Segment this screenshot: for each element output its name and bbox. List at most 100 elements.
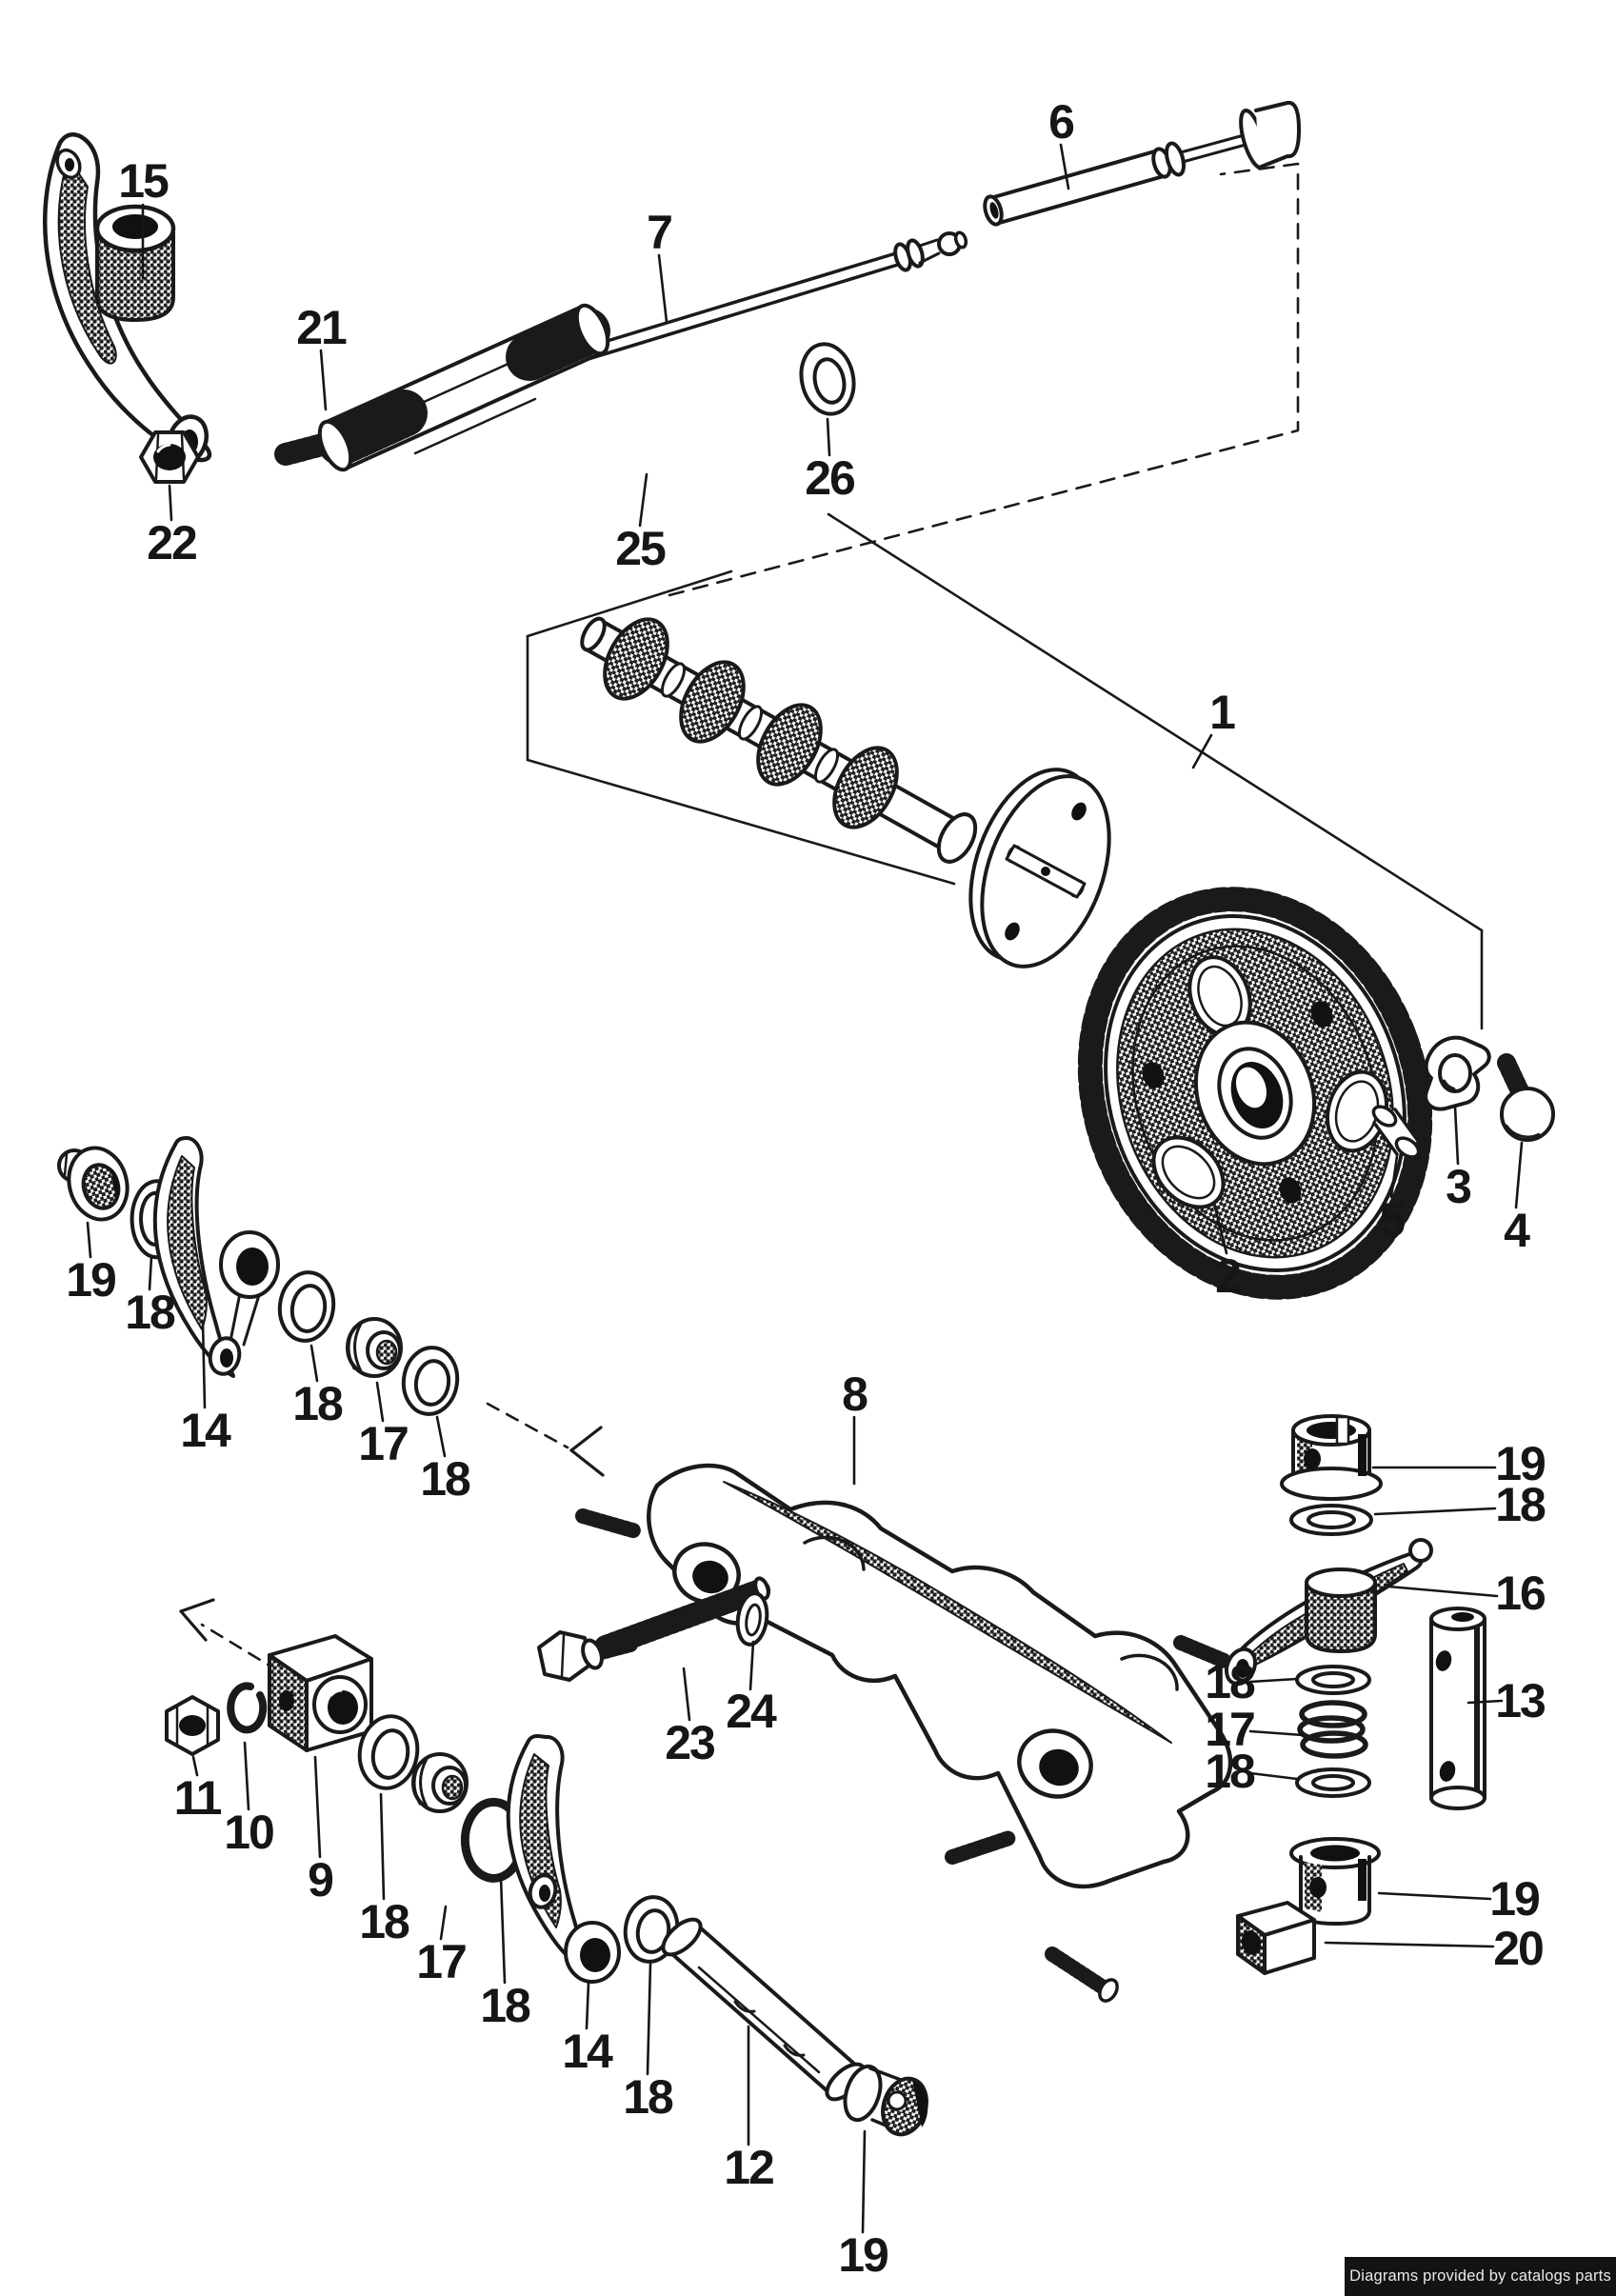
part-19-shaft-end-support-drawing	[1289, 1837, 1381, 1926]
part-26-seal-ring-drawing	[799, 342, 856, 416]
callout-leader-line	[861, 2129, 867, 2234]
callout-leader-line	[319, 349, 328, 411]
part-number-label: 18	[480, 1979, 530, 2032]
part-number-label: 11	[174, 1771, 222, 1825]
arrow-icon	[569, 1426, 605, 1477]
arrow-icon	[179, 1598, 215, 1642]
callout-leader-line	[1059, 143, 1070, 190]
part-number-label: 18	[1205, 1655, 1255, 1708]
callout-leader-line	[499, 1876, 507, 1985]
part-number-label: 17	[1205, 1703, 1254, 1756]
part-23-bolt-drawing	[537, 1576, 771, 1682]
part-number-label: 18	[1205, 1745, 1255, 1798]
part-18-washer-drawing	[277, 1270, 336, 1343]
part-number-label: 1	[1209, 686, 1235, 739]
part-12-rocker-shaft-drawing	[661, 1917, 867, 2102]
part-number-label: 9	[308, 1853, 332, 1907]
callout-leader-line	[191, 1755, 199, 1777]
part-18-washer-drawing	[1295, 1767, 1371, 1798]
part-13-rocker-shaft-drawing	[1429, 1607, 1486, 1810]
part-18-washer-drawing	[357, 1714, 420, 1790]
part-17-spring-drawing	[1297, 1700, 1368, 1759]
part-number-label: 17	[416, 1935, 466, 1988]
part-number-label: 14	[562, 2025, 613, 2078]
callout-leader-line	[826, 417, 831, 457]
part-number-label: 18	[1495, 1478, 1546, 1531]
callout-leader-line	[168, 484, 173, 522]
part-15-rocker-arm-drawing	[42, 132, 212, 466]
callout-leader-line	[1377, 1891, 1492, 1901]
part-number-label: 12	[724, 2141, 773, 2194]
part-19-shaft-end-support-drawing	[843, 2064, 928, 2137]
callout-leader-line	[375, 1381, 385, 1423]
callout-leader-line	[1466, 1699, 1504, 1705]
part-number-label: 24	[726, 1685, 777, 1738]
callout-leader-line	[148, 1255, 153, 1291]
callout-leader-line	[309, 1344, 319, 1383]
callout-leader-line	[201, 1320, 207, 1409]
part-number-label: 7	[647, 206, 671, 259]
part-number-label: 26	[805, 451, 854, 505]
part-number-label: 10	[224, 1806, 273, 1859]
part-number-label: 8	[842, 1368, 868, 1421]
callout-leader-line	[1248, 1729, 1305, 1737]
callout-layer: 1234567891011121314141516171717181818181…	[66, 95, 1547, 2282]
callout-leader-line	[1324, 1941, 1495, 1948]
part-number-label: 5	[1379, 1193, 1405, 1247]
callout-leader-line	[1389, 1154, 1399, 1199]
part-number-label: 19	[1489, 1872, 1539, 1926]
part-18-circlip-drawing	[460, 1797, 525, 1883]
part-number-label: 19	[1495, 1437, 1545, 1490]
part-24-seal-drawing	[735, 1591, 769, 1647]
callout-leader-line	[439, 1905, 448, 1941]
callout-leader-line	[1213, 1206, 1228, 1255]
part-number-label: 23	[665, 1716, 714, 1769]
part-20-thrust-block-drawing	[1236, 1901, 1316, 1975]
callout-leader-line	[243, 1741, 250, 1811]
callout-leader-line	[682, 1667, 691, 1722]
part-18-washer-drawing	[1289, 1504, 1373, 1536]
callout-leader-line	[585, 1981, 590, 2030]
callout-leader-line	[1453, 1105, 1460, 1166]
part-number-label: 6	[1048, 95, 1073, 149]
part-14-rocker-arm-drawing	[506, 1734, 621, 1984]
part-11-nut-drawing	[165, 1695, 220, 1756]
callout-leader-line	[1514, 1141, 1524, 1209]
part-number-label: 18	[359, 1895, 409, 1948]
part-number-label: 20	[1493, 1922, 1543, 1975]
part-14-rocker-arm-drawing	[152, 1136, 280, 1378]
part-number-label: 22	[147, 516, 196, 569]
part-number-label: 18	[125, 1286, 175, 1339]
callout-leader-line	[646, 1962, 652, 2076]
callout-leader-line	[435, 1415, 447, 1458]
part-16-rocker-arm-drawing	[1224, 1538, 1433, 1687]
part-number-label: 4	[1504, 1204, 1530, 1257]
part-19-shaft-end-support-drawing	[1280, 1414, 1383, 1501]
part-18-washer-drawing	[1295, 1665, 1371, 1695]
part-5-dowel-pin-drawing	[1371, 1105, 1421, 1159]
part-17-bushing-drawing	[346, 1317, 403, 1378]
part-3-lock-plate-drawing	[1424, 1035, 1491, 1111]
callout-leader-line	[1191, 733, 1213, 769]
part-number-label: 2	[1215, 1249, 1240, 1303]
callout-leader-line	[748, 1640, 755, 1691]
callout-leader-line	[1387, 1585, 1499, 1598]
part-17-bushing-drawing	[411, 1752, 469, 1813]
part-22-nut-drawing	[139, 430, 200, 484]
part-number-label: 13	[1495, 1674, 1545, 1727]
part-number-label: 19	[66, 1253, 115, 1307]
part-number-label: 25	[615, 522, 666, 575]
part-6-tube-end-drawing	[983, 100, 1301, 227]
part-number-label: 18	[623, 2070, 673, 2124]
part-1-camshaft-drawing	[580, 616, 1111, 968]
part-4-bolt-drawing	[1497, 1053, 1555, 1142]
part-9-shaft-support-drawing	[268, 1634, 373, 1752]
part-number-label: 19	[838, 2228, 888, 2282]
part-number-label: 18	[420, 1452, 470, 1506]
part-number-label: 14	[180, 1404, 231, 1457]
part-25-pushrod-tube-drawing	[317, 303, 610, 472]
callout-leader-line	[86, 1221, 92, 1259]
callout-leader-line	[1248, 1677, 1299, 1684]
part-number-label: 21	[296, 301, 347, 354]
